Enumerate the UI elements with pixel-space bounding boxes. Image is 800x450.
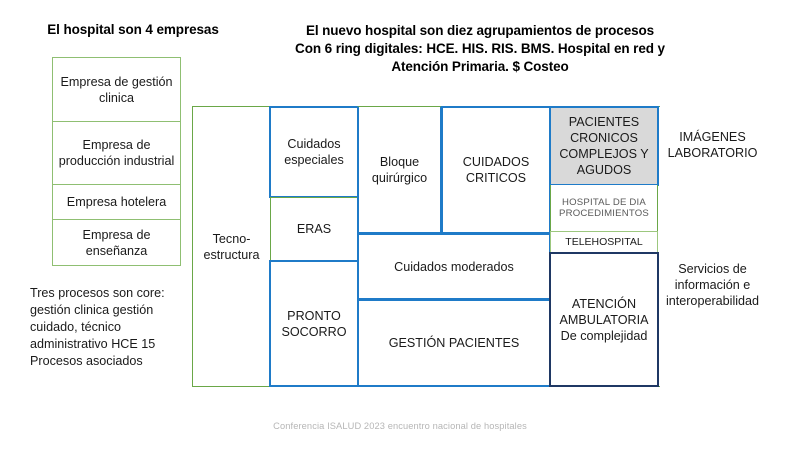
diagram-cell-cuidados-criticos: CUIDADOS CRITICOS xyxy=(441,106,551,234)
diagram-cell-eras: ERAS xyxy=(270,197,358,261)
left-box-empresa-produccion-industrial: Empresa de producción industrial xyxy=(52,121,181,185)
left-box-label: Empresa de producción industrial xyxy=(58,138,175,168)
left-box-label: Empresa de enseñanza xyxy=(82,227,151,258)
diagram-cell-servicios-informacion: Servicios de información e interoperabil… xyxy=(660,183,765,387)
cell-label: Cuidados especiales xyxy=(284,137,344,167)
cell-label: GESTIÓN PACIENTES xyxy=(388,336,520,350)
cell-label: ATENCIÓN AMBULATORIA De complejidad xyxy=(559,296,649,343)
cell-label: Cuidados moderados xyxy=(394,259,514,274)
cell-label: ERAS xyxy=(296,222,332,236)
cell-label: PRONTO SOCORRO xyxy=(281,308,347,339)
left-box-empresa-ensenanza: Empresa de enseñanza xyxy=(52,219,181,266)
diagram-cell-tecnoestructura: Tecno-estructura xyxy=(193,107,271,386)
diagram-cell-bloque-quirurgico: Bloque quirúrgico xyxy=(357,106,442,234)
cell-label: Tecno-estructura xyxy=(203,231,260,262)
cell-label: PACIENTES CRONICOS COMPLEJOS Y AGUDOS xyxy=(559,115,649,177)
diagram-cell-telehospital: TELEHOSPITAL xyxy=(550,231,658,253)
left-box-label: Empresa hotelera xyxy=(66,195,167,209)
footer-caption: Conferencia ISALUD 2023 encuentro nacion… xyxy=(273,421,527,431)
main-title: El nuevo hospital son diez agrupamientos… xyxy=(268,22,692,76)
main-title-line-3: Atención Primaria. $ Costeo xyxy=(391,59,569,74)
left-box-label: Empresa de gestión clinica xyxy=(60,74,173,105)
diagram-cell-imagenes-laboratorio: IMÁGENES LABORATORIO xyxy=(660,106,765,184)
main-title-line-2: Con 6 ring digitales: HCE. HIS. RIS. BMS… xyxy=(295,41,665,56)
cell-label: CUIDADOS CRITICOS xyxy=(462,155,530,185)
cell-label: Servicios de información e interoperabil… xyxy=(665,262,760,308)
diagram-cell-atencion-ambulatoria: ATENCIÓN AMBULATORIA De complejidad xyxy=(549,252,659,387)
diagram-cell-pacientes-cronicos: PACIENTES CRONICOS COMPLEJOS Y AGUDOS xyxy=(549,106,659,186)
cell-label: TELEHOSPITAL xyxy=(565,236,643,248)
left-box-empresa-hotelera: Empresa hotelera xyxy=(52,184,181,220)
diagram-cell-gestion-pacientes: GESTIÓN PACIENTES xyxy=(357,299,551,387)
main-title-line-1: El nuevo hospital son diez agrupamientos… xyxy=(305,23,655,38)
diagram-cell-cuidados-especiales: Cuidados especiales xyxy=(269,106,359,198)
diagram-cell-pronto-socorro: PRONTO SOCORRO xyxy=(269,260,359,387)
diagram-cell-hospital-de-dia: HOSPITAL DE DIA PROCEDIMIENTOS xyxy=(550,185,658,231)
cell-label: Bloque quirúrgico xyxy=(371,154,428,185)
left-panel-note: Tres procesos son core: gestión clinica … xyxy=(30,286,165,368)
cell-label: IMÁGENES LABORATORIO xyxy=(667,129,758,160)
diagram-cell-cuidados-moderados: Cuidados moderados xyxy=(357,233,551,300)
left-panel-title: El hospital son 4 empresas xyxy=(47,22,219,37)
left-box-empresa-gestion-clinica: Empresa de gestión clinica xyxy=(52,57,181,122)
cell-label: HOSPITAL DE DIA PROCEDIMIENTOS xyxy=(558,196,650,220)
